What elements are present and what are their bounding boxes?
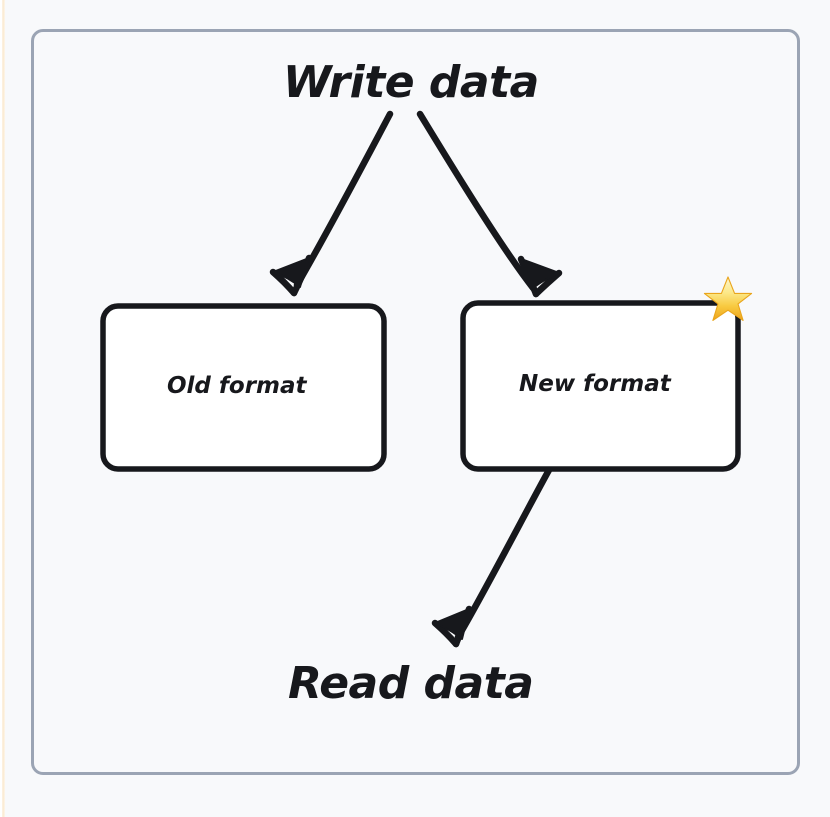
edge-write-to-new-format (416, 110, 563, 298)
read-data-label: Read data (288, 658, 534, 709)
page-left-margin (0, 0, 2, 817)
node-new-format-box[interactable] (460, 300, 741, 472)
edge-write-to-old-format (269, 110, 394, 297)
page-edge-strip (2, 0, 5, 817)
old-format-label: Old format (167, 373, 307, 399)
edge-new-format-to-read (431, 466, 553, 648)
node-old-format-box[interactable] (100, 303, 387, 472)
star-icon (703, 276, 753, 321)
new-format-label: New format (519, 371, 671, 397)
write-data-label: Write data (283, 57, 539, 108)
